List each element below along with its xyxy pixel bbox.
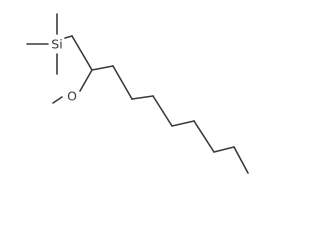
bond-ch-o (79, 69, 93, 92)
bond-si-ch2 (64, 35, 73, 39)
bond-chain-6 (193, 120, 215, 153)
atom-o-label: O (67, 89, 77, 104)
bonds (26, 13, 249, 174)
bond-chain-4 (152, 95, 173, 127)
bond-chain-3 (131, 95, 154, 100)
atom-si-label: Si (51, 37, 62, 52)
bond-ch2-ch (71, 35, 93, 71)
bond-chain-7 (213, 146, 235, 153)
chemical-structure: Si O (26, 13, 249, 174)
bond-o-methyl (52, 96, 63, 104)
bond-chain-5 (171, 120, 195, 127)
bond-chain-8 (233, 146, 249, 174)
atom-labels: Si O (51, 37, 77, 104)
bond-chain-2 (112, 65, 133, 100)
bond-chain-1 (91, 65, 114, 71)
